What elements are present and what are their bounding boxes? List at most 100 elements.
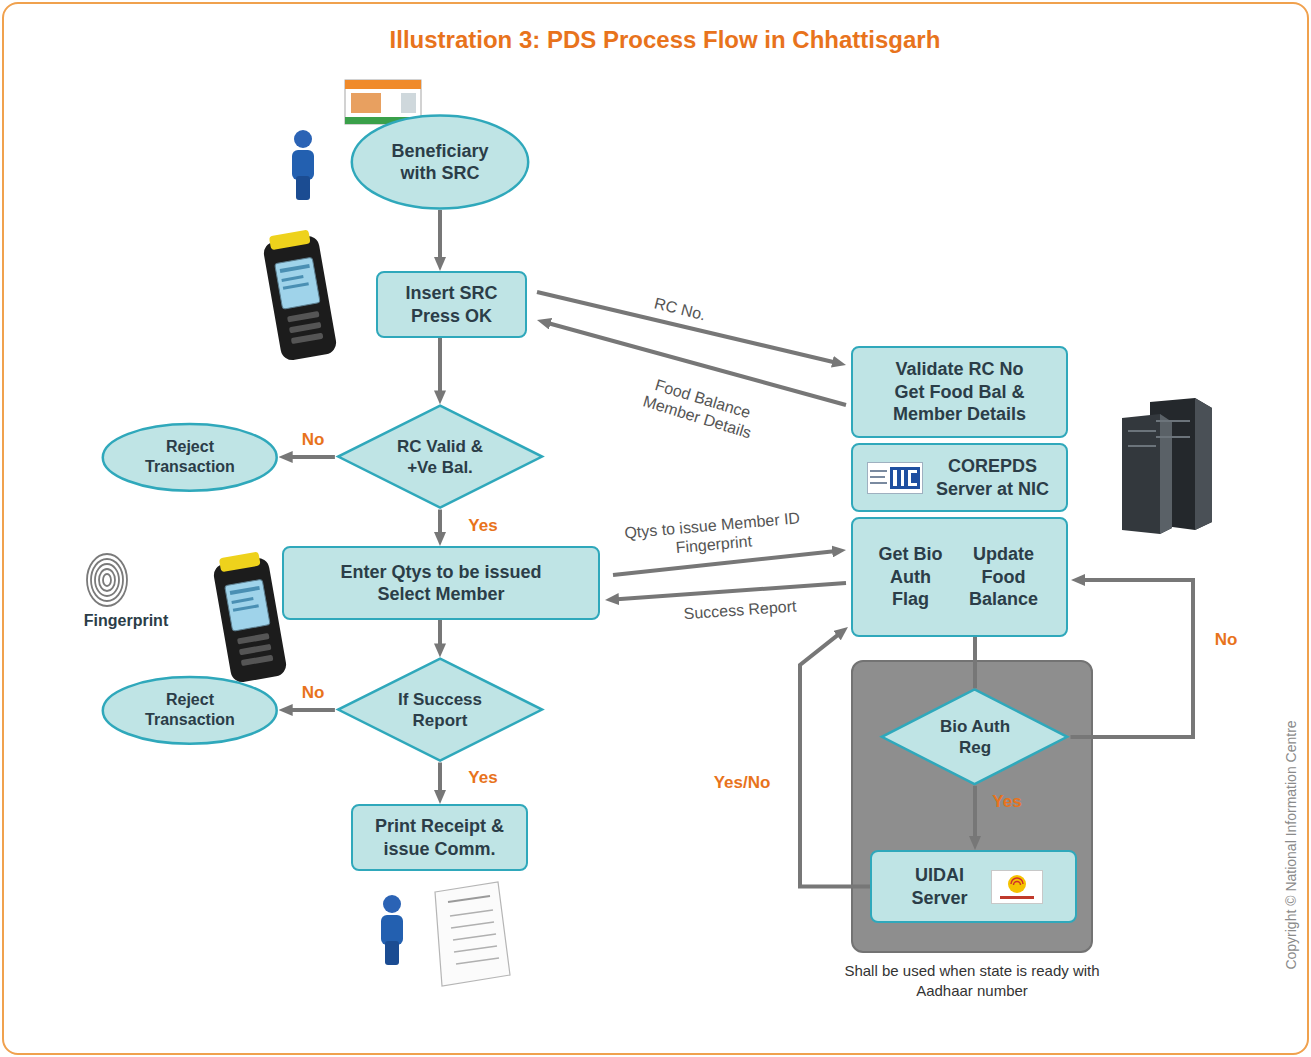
server-stripe	[1128, 445, 1156, 447]
end-ellipse: Reject Transaction	[101, 676, 278, 745]
ellipse-outline	[350, 114, 530, 210]
card-stripe	[351, 93, 381, 113]
receipt-line	[448, 896, 490, 902]
receipt-paper	[435, 882, 510, 986]
receipt-icon	[435, 882, 510, 986]
handheld-device	[261, 228, 338, 362]
logo-ground	[867, 462, 922, 493]
card-band	[345, 80, 421, 89]
node-inner: COREPDS Server at NIC	[867, 455, 1053, 500]
fingerprint-ridge	[95, 564, 119, 596]
branch-label: No	[1215, 630, 1238, 650]
fingerprint-ridge	[87, 554, 127, 606]
node-content: Print Receipt & issue Comm.	[353, 806, 526, 869]
logo-ground	[991, 870, 1042, 903]
node-text: Get Bio Auth Flag	[875, 543, 947, 611]
decision-diamond: Bio Auth Reg	[879, 688, 1070, 786]
server-box: UIDAI Server	[870, 850, 1077, 923]
logo-mark	[908, 470, 911, 486]
start-ellipse: Beneficiary with SRC	[350, 114, 530, 210]
person-icon	[292, 130, 314, 200]
connector	[438, 338, 442, 392]
node-inner: Beneficiary with SRC	[383, 140, 498, 185]
node-text: UIDAI Server	[905, 864, 975, 909]
logo-mark	[893, 470, 897, 486]
connector	[973, 637, 977, 688]
branch-label: Yes	[468, 768, 497, 788]
diamond-outline	[879, 688, 1070, 786]
ellipse-outline	[101, 423, 278, 492]
person-head	[294, 130, 312, 148]
fingerprint-icon	[87, 554, 127, 606]
person-legs	[296, 176, 310, 200]
connector	[973, 786, 977, 838]
connector	[617, 583, 846, 599]
connector	[1071, 580, 1194, 737]
connector	[438, 510, 442, 535]
receipt-line	[451, 922, 494, 928]
node-text: Enter Qtys to be issued Select Member	[329, 561, 554, 606]
ellipse-shape	[103, 677, 277, 744]
panel-caption: Shall be used when state is ready with A…	[827, 961, 1117, 1002]
receipt-line	[450, 910, 493, 916]
logo-arc	[1011, 878, 1023, 884]
connector	[438, 620, 442, 645]
node-content: Bio Auth Reg	[879, 688, 1070, 786]
node-content: If Success Report	[335, 657, 545, 762]
connector	[800, 634, 870, 886]
diamond-shape	[338, 406, 542, 508]
person-body	[292, 150, 314, 180]
logo-block	[890, 467, 920, 489]
connector	[438, 210, 442, 259]
ellipse-shape	[103, 424, 277, 491]
diamond-outline	[335, 404, 545, 509]
logo-sun	[1008, 875, 1026, 893]
node-text: Reject Transaction	[135, 690, 245, 730]
server-box: COREPDS Server at NIC	[851, 443, 1068, 512]
node-text: Print Receipt & issue Comm.	[365, 815, 515, 860]
connector	[613, 551, 834, 575]
node-content: Enter Qtys to be issued Select Member	[284, 548, 598, 618]
node-inner: Reject Transaction	[135, 437, 245, 477]
logo-mark	[870, 482, 887, 484]
edge-label: Food Balance Member Details	[635, 371, 766, 444]
icon-caption: Fingerprint	[84, 612, 168, 630]
server-process-box: Validate RC No Get Food Bal & Member Det…	[851, 346, 1068, 438]
node-text: RC Valid & +Ve Bal.	[390, 436, 490, 479]
node-content: Reject Transaction	[101, 676, 278, 745]
server-process-box: Get Bio Auth FlagUpdate Food Balance	[851, 517, 1068, 637]
node-inner: Reject Transaction	[135, 690, 245, 730]
decision-diamond: If Success Report	[335, 657, 545, 762]
fingerprint-ridge	[103, 574, 111, 586]
end-ellipse: Reject Transaction	[101, 423, 278, 492]
logo-mark	[901, 470, 904, 486]
person-body	[381, 915, 403, 945]
node-text: Validate RC No Get Food Bal & Member Det…	[882, 358, 1037, 426]
node-content: Insert SRC Press OK	[378, 273, 525, 336]
diamond-outline	[335, 657, 545, 762]
process-box: Insert SRC Press OK	[376, 271, 527, 338]
node-inner: Bio Auth Reg	[932, 716, 1017, 759]
node-inner: UIDAI Server	[905, 864, 1043, 909]
person-head	[383, 895, 401, 913]
server-tower	[1122, 414, 1172, 534]
branch-label: Yes	[468, 516, 497, 536]
node-text: COREPDS Server at NIC	[933, 455, 1053, 500]
card-photo	[401, 93, 416, 113]
server-side	[1160, 414, 1172, 534]
node-text: If Success Report	[390, 689, 490, 732]
node-inner: RC Valid & +Ve Bal.	[390, 436, 490, 479]
handheld-device	[211, 550, 288, 684]
server-stripe	[1156, 436, 1190, 438]
connector	[537, 292, 834, 362]
diamond-shape	[338, 659, 542, 761]
node-text: Insert SRC Press OK	[394, 282, 509, 327]
edge-label: Success Report	[683, 596, 797, 623]
server-stripe	[1128, 430, 1156, 432]
fingerprint-ridge	[91, 559, 123, 601]
node-inner: Get Bio Auth FlagUpdate Food Balance	[875, 543, 1045, 611]
logo-mark	[870, 470, 887, 472]
aadhaar-panel: Shall be used when state is ready with A…	[851, 660, 1093, 953]
node-inner: Enter Qtys to be issued Select Member	[329, 561, 554, 606]
